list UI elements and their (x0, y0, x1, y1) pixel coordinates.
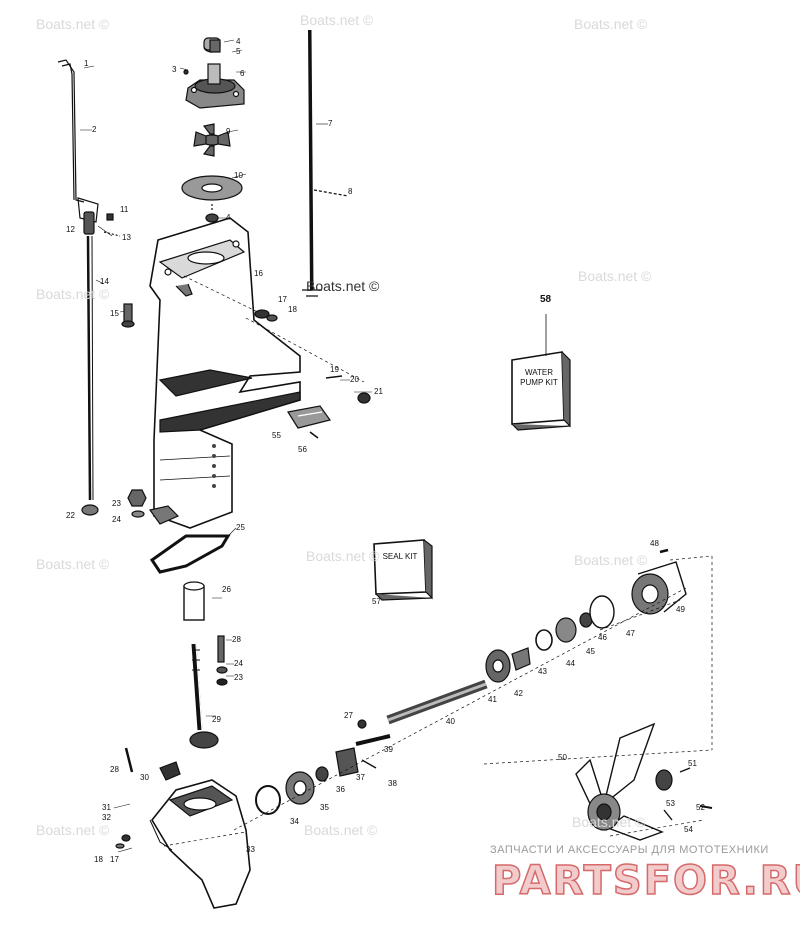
watermark: Boats.net © (306, 278, 380, 294)
footer-brand-logo: PARTSFOR.RU (491, 857, 800, 905)
callout-57: 57 (372, 597, 381, 606)
footer-tagline: ЗАПЧАСТИ И АКСЕССУАРЫ ДЛЯ МОТОТЕХНИКИ (490, 844, 769, 856)
callout-12: 12 (66, 225, 75, 234)
callout-31: 31 (102, 803, 111, 812)
callout-24: 24 (112, 515, 121, 524)
callout-28b: 28 (110, 765, 119, 774)
anode-55 (287, 405, 332, 439)
callout-18b: 18 (94, 855, 103, 864)
callout-44: 44 (566, 659, 575, 668)
callout-24b: 24 (234, 659, 243, 668)
watermark: Boats.net © (574, 16, 648, 32)
callout-16: 16 (254, 269, 263, 278)
lower-gearcase (113, 747, 251, 909)
callout-15: 15 (110, 309, 119, 318)
callout-9: 9 (226, 127, 231, 136)
water-pump-assembly (179, 37, 247, 223)
housing-bolts (121, 303, 372, 404)
propeller (483, 722, 713, 841)
watermark: Boats.net © (574, 552, 648, 568)
seal-kit-box (373, 539, 433, 601)
callout-48: 48 (650, 539, 659, 548)
gasket-25 (149, 534, 231, 574)
watermark: Boats.net © (300, 12, 374, 28)
watermark: Boats.net © (578, 268, 652, 284)
callout-17: 17 (278, 295, 287, 304)
callout-5: 5 (236, 47, 241, 56)
watermark: Boats.net © (572, 814, 646, 830)
callout-36: 36 (336, 785, 345, 794)
callout-13: 13 (122, 233, 131, 242)
nuts-23-24 (127, 489, 147, 518)
callout-33: 33 (246, 845, 255, 854)
callout-3: 3 (172, 65, 177, 74)
callout-52: 52 (696, 803, 705, 812)
callout-29: 29 (212, 715, 221, 724)
callout-1: 1 (84, 59, 89, 68)
callout-7: 7 (328, 119, 333, 128)
seal-kit-label: SEAL KIT (382, 552, 418, 561)
callout-55: 55 (272, 431, 281, 440)
watermark: Boats.net © (306, 548, 380, 564)
watermark: Boats.net © (304, 822, 378, 838)
callout-25: 25 (236, 523, 245, 532)
callout-54: 54 (684, 825, 693, 834)
callout-51: 51 (688, 759, 697, 768)
water-pump-kit-box (511, 314, 571, 431)
callout-30: 30 (140, 773, 149, 782)
callout-22: 22 (66, 511, 75, 520)
gearcase-housing (148, 217, 365, 529)
callout-32: 32 (102, 813, 111, 822)
callout-19: 19 (330, 365, 339, 374)
callout-8: 8 (348, 187, 353, 196)
watermark: Boats.net © (36, 16, 110, 32)
callout-37: 37 (356, 773, 365, 782)
callout-34: 34 (290, 817, 299, 826)
callout-23b: 23 (234, 673, 243, 682)
callout-42: 42 (514, 689, 523, 698)
callout-45: 45 (586, 647, 595, 656)
callout-4b: 4 (226, 213, 231, 222)
callout-43: 43 (538, 667, 547, 676)
callout-56: 56 (298, 445, 307, 454)
callout-23: 23 (112, 499, 121, 508)
callout-35: 35 (320, 803, 329, 812)
callout-14: 14 (100, 277, 109, 286)
callout-18: 18 (288, 305, 297, 314)
callout-39: 39 (384, 745, 393, 754)
callout-17b: 17 (110, 855, 119, 864)
lower-shift-rod (81, 235, 99, 516)
shift-rod (57, 59, 99, 223)
callout-2: 2 (92, 125, 97, 134)
callout-50: 50 (558, 753, 567, 762)
connector-block (83, 211, 121, 237)
watermark: Boats.net © (36, 286, 110, 302)
watermark: Boats.net © (36, 556, 110, 572)
callout-26: 26 (222, 585, 231, 594)
callout-58: 58 (540, 294, 552, 305)
callout-49: 49 (676, 605, 685, 614)
callout-10: 10 (234, 171, 243, 180)
water-pump-kit-label: WATER PUMP KIT (520, 368, 558, 387)
callout-53: 53 (666, 799, 675, 808)
callout-21: 21 (374, 387, 383, 396)
callout-11: 11 (120, 205, 129, 214)
callout-41: 41 (488, 695, 497, 704)
callout-40: 40 (446, 717, 455, 726)
callout-4: 4 (236, 37, 241, 46)
callout-6: 6 (240, 69, 245, 78)
callout-47: 47 (626, 629, 635, 638)
callout-27: 27 (344, 711, 353, 720)
callout-20: 20 (350, 375, 359, 384)
long-stud (302, 29, 349, 297)
callout-46: 46 (598, 633, 607, 642)
watermark: Boats.net © (36, 822, 110, 838)
prop-shaft-assembly (233, 548, 713, 831)
drive-shaft (183, 581, 234, 749)
callout-38: 38 (388, 779, 397, 788)
callout-28: 28 (232, 635, 241, 644)
